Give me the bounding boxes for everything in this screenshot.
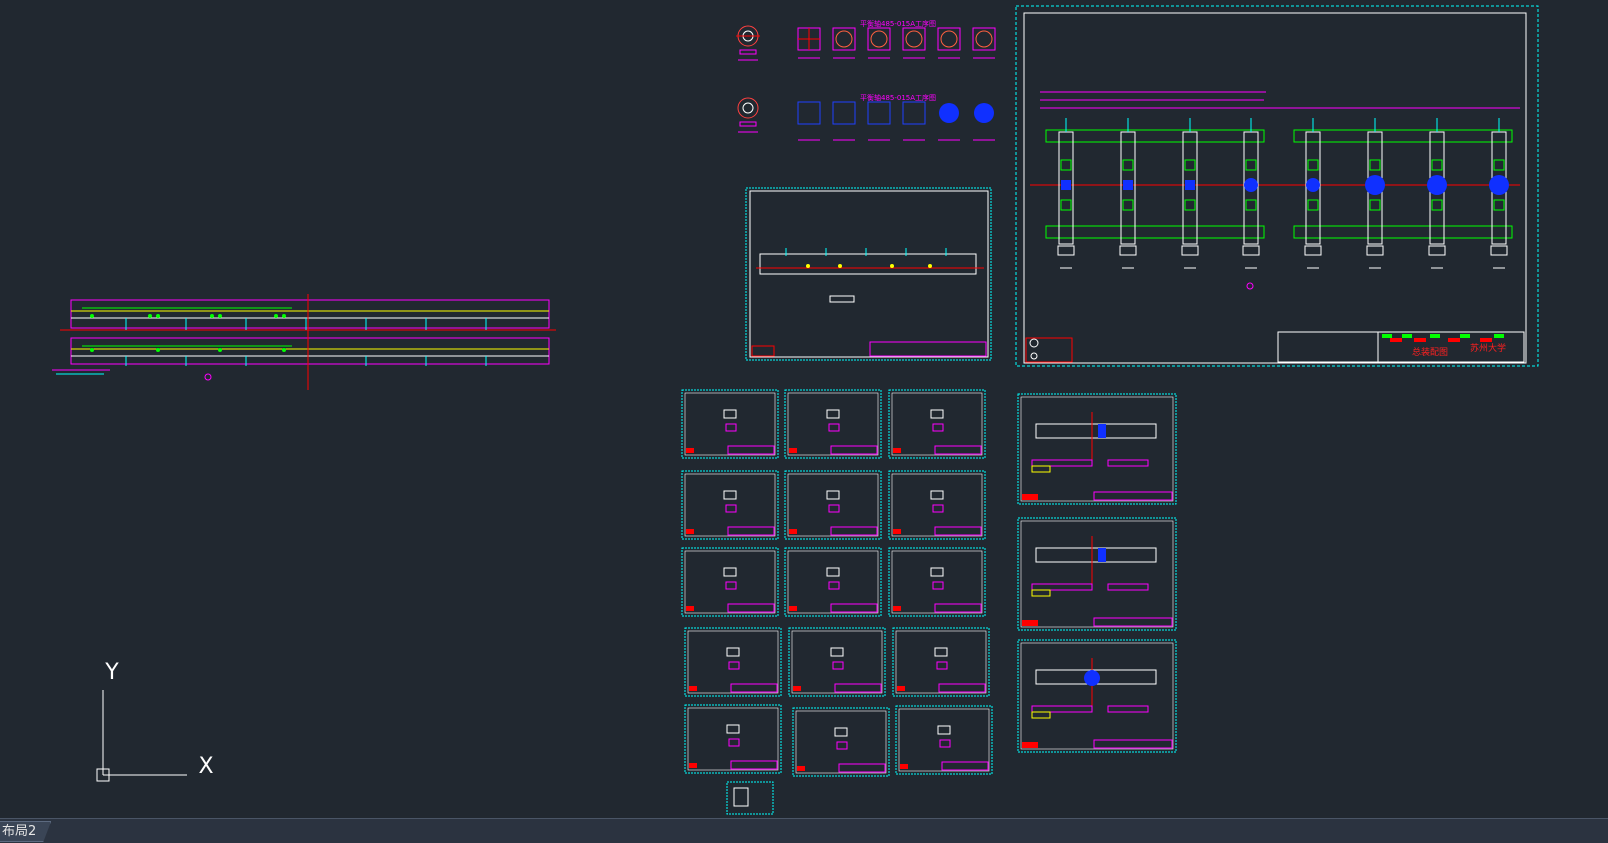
sheet-small [684, 704, 782, 774]
sheet-small [784, 547, 882, 617]
sheet-small [888, 470, 986, 540]
sheet-small [892, 627, 990, 697]
sheet-assembly-detail [1017, 517, 1177, 631]
sheet-small [784, 470, 882, 540]
sheet-small [684, 627, 782, 697]
process-views-row2: 平衡轴485-015A工序图 [737, 93, 995, 141]
tab-layout2[interactable]: 布局2 [0, 821, 51, 842]
title-block-company: 苏州大学 [1470, 342, 1506, 354]
sheet-small [792, 707, 890, 777]
sheet-small [788, 627, 886, 697]
ucs-y-label: Y [104, 660, 119, 685]
sheet-assembly-detail [1017, 639, 1177, 753]
long-rail-drawing [52, 294, 556, 390]
process-title-1: 平衡轴485-015A工序图 [860, 19, 936, 28]
sheet-main-assembly: 总装配图 苏州大学 [1015, 5, 1539, 367]
small-sheets-grid [681, 389, 993, 777]
sheet-small [681, 389, 779, 459]
layout-tab-bar: 布局2 [0, 818, 1608, 843]
model-space-canvas[interactable]: 平衡轴485-015A工序图 平衡轴485-015A工序图 [0, 0, 1608, 818]
sheet-small [888, 389, 986, 459]
ucs-x-label: X [198, 754, 213, 779]
sheet-medium [745, 187, 992, 361]
sheet-small [681, 547, 779, 617]
cad-drawing: 平衡轴485-015A工序图 平衡轴485-015A工序图 [52, 5, 1539, 815]
sheet-small [888, 547, 986, 617]
title-block-name: 总装配图 [1412, 346, 1448, 358]
sheet-small [681, 470, 779, 540]
sheet-small [895, 705, 993, 775]
sheet-small [784, 389, 882, 459]
process-views-row1: 平衡轴485-015A工序图 [736, 19, 996, 61]
sheet-assembly-detail [1017, 393, 1177, 505]
mid-sheets [1017, 393, 1177, 753]
sheet-tiny [726, 781, 774, 815]
ucs-icon: Y X [96, 660, 214, 782]
process-title-2: 平衡轴485-015A工序图 [860, 93, 936, 102]
